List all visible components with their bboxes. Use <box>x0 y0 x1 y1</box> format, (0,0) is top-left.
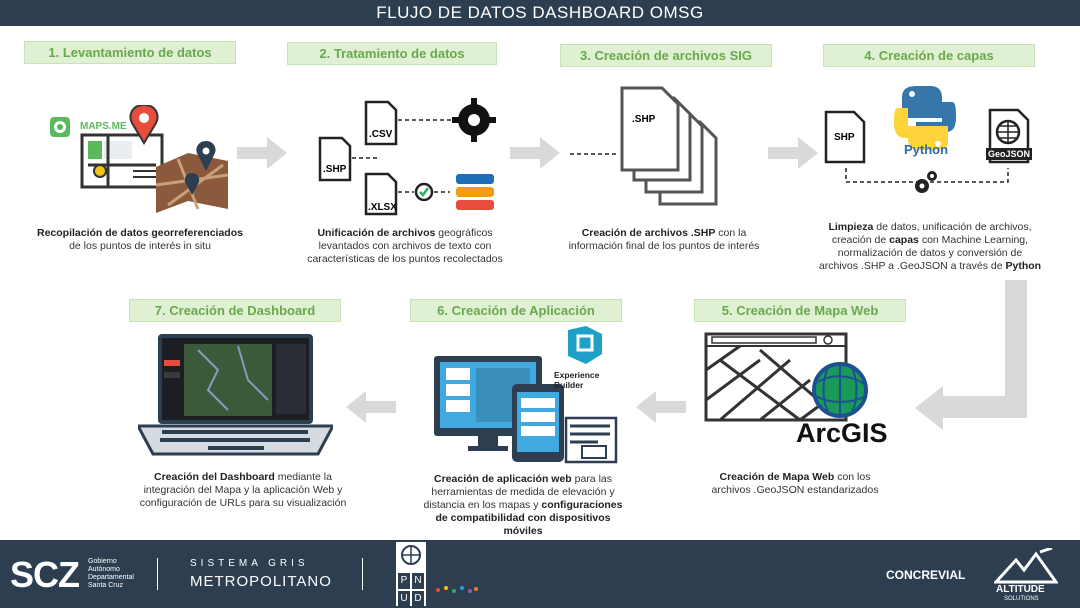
divider <box>157 558 158 590</box>
pnud-dots-icon <box>436 586 478 593</box>
step-1-label: 1. Levantamiento de datos <box>24 41 236 64</box>
step-4-description: Limpieza de datos, unificación de archiv… <box>818 221 1042 272</box>
data-treatment-icons: .CSV .SHP .XLSX <box>318 98 508 216</box>
step-6-label: 6. Creación de Aplicación <box>410 299 622 322</box>
shp-label: .SHP <box>323 164 347 175</box>
arrow-right-icon <box>510 137 560 169</box>
step-5-label: 5. Creación de Mapa Web <box>694 299 906 322</box>
shp-stack-label: .SHP <box>632 114 656 125</box>
un-emblem-icon <box>401 545 421 565</box>
pnud-letter: N <box>412 573 424 589</box>
maps-me-map-icon: MAPS.ME <box>48 103 233 215</box>
concrevial-logo: CONCREVIAL <box>886 568 966 582</box>
altitude-label: ALTITUDE <box>996 584 1045 595</box>
pnud-letter: P <box>398 573 410 589</box>
python-layers-icons: SHP Python GeoJSON <box>822 86 1037 198</box>
pnud-logo: P N U D <box>396 542 426 607</box>
pnud-letter: D <box>412 591 424 607</box>
arrow-return-icon <box>915 280 1027 430</box>
solutions-label: SOLUTIONS <box>1004 596 1039 602</box>
arrow-left-icon <box>346 391 396 423</box>
arrow-left-icon <box>636 391 686 423</box>
csv-label: .CSV <box>369 129 393 140</box>
arcgis-label: ArcGIS <box>796 418 888 448</box>
dashboard-laptop-icon <box>135 330 336 458</box>
step-2-label: 2. Tratamiento de datos <box>287 42 497 65</box>
step-4-label: 4. Creación de capas <box>823 44 1035 67</box>
step-3-label: 3. Creación de archivos SIG <box>560 44 772 67</box>
xlsx-label: .XLSX <box>368 202 397 213</box>
page-title: FLUJO DE DATOS DASHBOARD OMSG <box>0 0 1080 26</box>
geojson-label: GeoJSON <box>988 149 1031 159</box>
pnud-letter: U <box>398 591 410 607</box>
arrow-right-icon <box>237 137 287 169</box>
experience-builder-label: Experience Builder <box>554 370 600 390</box>
metropolitano-text: METROPOLITANO <box>190 573 332 590</box>
app-devices-icon: Experience Builder <box>432 326 627 464</box>
sistema-gris-text: SISTEMA GRIS <box>190 558 309 569</box>
divider <box>362 558 363 590</box>
shp-files-stack-icon: .SHP <box>570 86 730 206</box>
altitude-mountain-icon <box>994 548 1058 584</box>
arrow-right-icon <box>768 137 818 169</box>
arcgis-web-map-icon: ArcGIS <box>700 330 900 452</box>
scz-logo: SCZ <box>10 554 80 595</box>
maps-me-label: MAPS.ME <box>80 121 127 132</box>
shp-file-label: SHP <box>834 132 855 143</box>
python-label: Python <box>904 142 949 157</box>
step-7-label: 7. Creación de Dashboard <box>129 299 341 322</box>
